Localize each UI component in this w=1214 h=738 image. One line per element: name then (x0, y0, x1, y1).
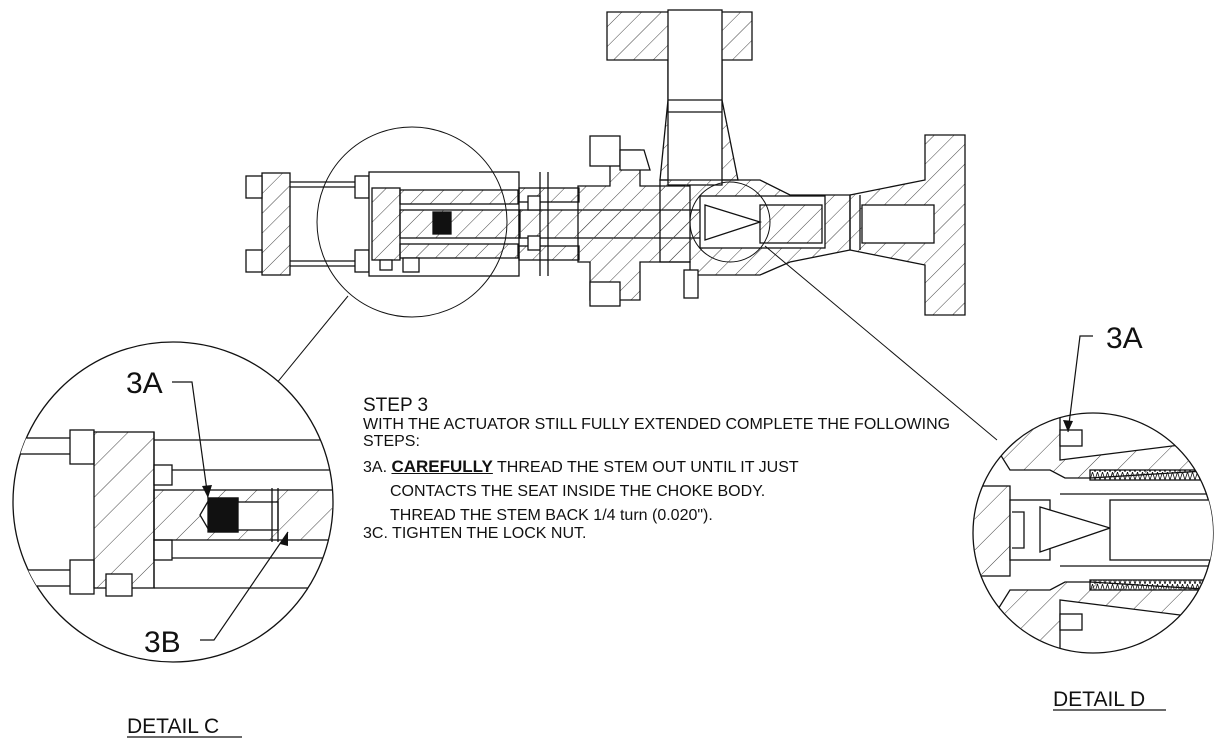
tie-rod-nut-top (354, 175, 370, 199)
detail-c-lock-nut (207, 497, 239, 533)
step-3a-line2: CONTACTS THE SEAT INSIDE THE CHOKE BODY. (390, 483, 766, 500)
actuator-bolt-top (245, 175, 263, 199)
main-assembly (245, 9, 966, 316)
lock-nut-main (432, 211, 452, 235)
detail-c-leader (275, 295, 349, 385)
step-3a-emphasis: CAREFULLY (391, 457, 493, 476)
step-3a-prefix: 3A. (363, 459, 388, 476)
step-intro: WITH THE ACTUATOR STILL FULLY EXTENDED C… (363, 416, 951, 450)
detail-d (972, 335, 1214, 654)
instructions-block: STEP 3 WITH THE ACTUATOR STILL FULLY EXT… (363, 396, 963, 543)
step-3c: 3C. TIGHTEN THE LOCK NUT. (363, 525, 587, 542)
detail-d-marker (689, 181, 771, 263)
step-3a-line3: THREAD THE STEM BACK 1/4 turn (0.020"). (390, 507, 713, 524)
detail-d-leader (764, 245, 998, 441)
detail-d-seat (1039, 506, 1113, 553)
detail-d-callout-3a: 3A (1106, 322, 1143, 355)
detail-c-title: DETAIL C (127, 715, 219, 738)
detail-d-title: DETAIL D (1053, 688, 1145, 711)
step-title: STEP 3 (363, 395, 429, 416)
detail-c-callout-3b: 3B (144, 626, 181, 659)
detail-c (12, 341, 334, 663)
detail-c-callout-3a: 3A (126, 367, 163, 400)
tie-rod-nut-bottom (354, 249, 370, 273)
actuator-end-plate (261, 172, 291, 276)
step-3a-rest: THREAD THE STEM OUT UNTIL IT JUST (497, 459, 799, 476)
detail-c-marker (316, 126, 508, 318)
piston-rod (399, 209, 521, 239)
step-3a: 3A. CAREFULLY THREAD THE STEM OUT UNTIL … (363, 458, 963, 477)
seat-main (704, 204, 763, 241)
actuator-bolt-bottom (245, 249, 263, 273)
